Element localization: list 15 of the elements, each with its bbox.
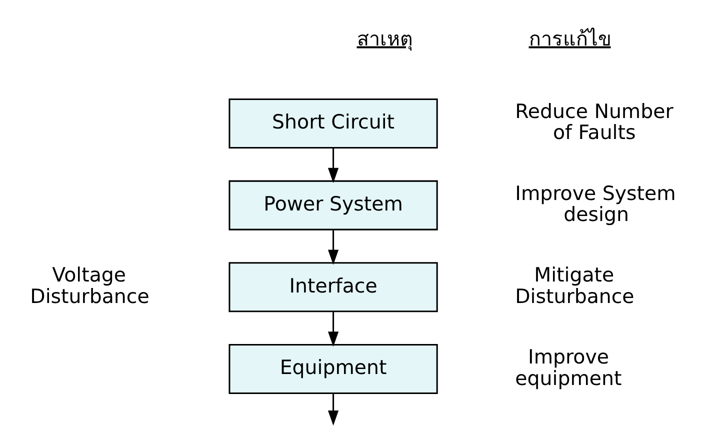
label: Improve System design <box>514 182 676 226</box>
node-box: Interface <box>228 262 438 312</box>
node-box: Power System <box>228 180 438 230</box>
arrow <box>327 393 338 426</box>
arrow <box>327 230 338 265</box>
label: สาเหตุ <box>356 27 412 50</box>
arrow <box>327 148 338 184</box>
label: การแก้ไข <box>528 27 610 50</box>
label: Voltage Disturbance <box>30 264 149 308</box>
node-box: Short Circuit <box>228 98 438 148</box>
arrow <box>327 311 338 347</box>
label: Improve equipment <box>514 346 622 390</box>
node-box: Equipment <box>228 344 438 394</box>
label: Mitigate Disturbance <box>514 264 634 308</box>
label: Reduce Number of Faults <box>514 100 673 144</box>
